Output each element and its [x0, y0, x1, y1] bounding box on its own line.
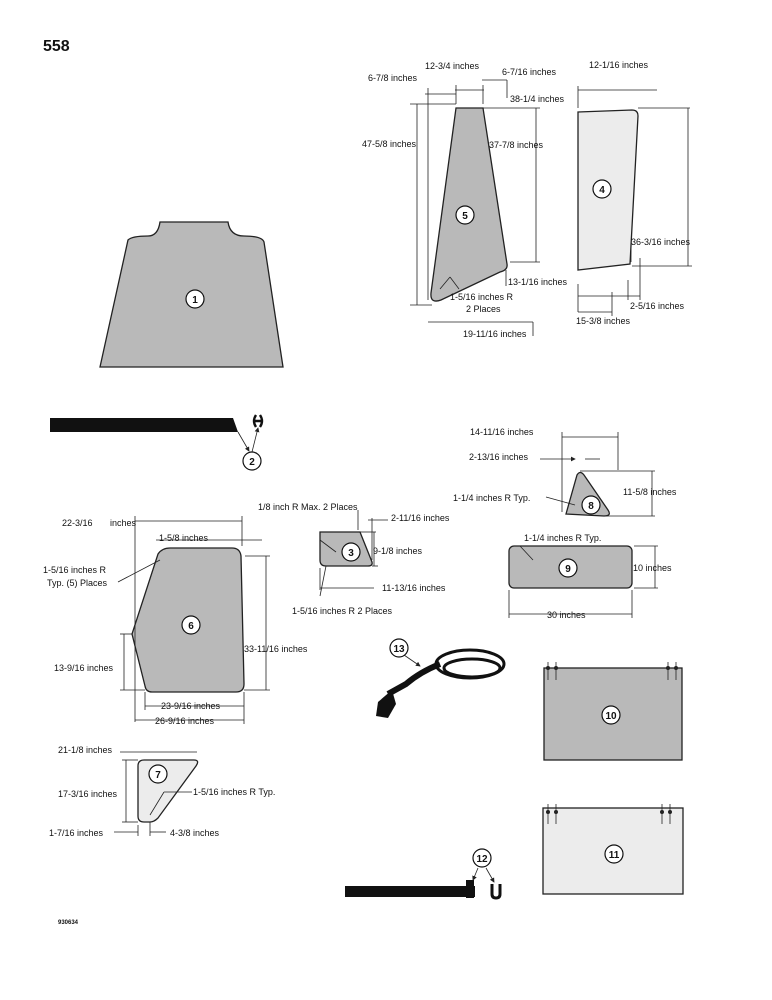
callout-11: 11 — [609, 850, 620, 861]
dim-1-5-8: 1-5/8 inches — [159, 533, 209, 543]
dim-1-5-16-r-6: 1-5/16 inches R — [43, 565, 107, 575]
callout-8: 8 — [588, 501, 594, 512]
dim-1-7-16: 1-7/16 inches — [49, 828, 104, 838]
dim-typ-5-places: Typ. (5) Places — [47, 578, 108, 588]
dim-37-7-8: 37-7/8 inches — [489, 140, 544, 150]
part-4-panel: 4 12-1/16 inches 36-3/16 inches 2-5/16 i… — [576, 60, 692, 326]
callout-5: 5 — [462, 211, 468, 222]
dim-4-3-8: 4-3/8 inches — [170, 828, 220, 838]
callout-4: 4 — [599, 185, 605, 196]
dim-22-3-16: 22-3/16 — [62, 518, 93, 528]
dim-26-9-16: 26-9/16 inches — [155, 716, 215, 726]
part-10-panel: 10 — [543, 662, 683, 761]
dim-2-5-16: 2-5/16 inches — [630, 301, 685, 311]
callout-3: 3 — [348, 548, 354, 559]
dim-17-3-16: 17-3/16 inches — [58, 789, 118, 799]
dim-2-13-16: 2-13/16 inches — [469, 452, 529, 462]
dim-9-1-8: 9-1/8 inches — [373, 546, 423, 556]
callout-13: 13 — [393, 644, 405, 655]
dim-38-1-4: 38-1/4 inches — [510, 94, 565, 104]
part-13-cord: 13 — [376, 638, 506, 718]
dim-12-1-16: 12-1/16 inches — [589, 60, 649, 70]
part-6-panel: 6 22-3/16 inches 1-5/8 inches 1-5/16 inc… — [43, 516, 308, 726]
dim-14-11-16: 14-11/16 inches — [470, 427, 534, 437]
dim-2-places: 2 Places — [466, 304, 501, 314]
part-7-panel: 7 21-1/8 inches 17-3/16 inches 1-5/16 in… — [49, 745, 275, 838]
part-2-strip: 2 — [50, 414, 264, 471]
dim-13-1-16: 13-1/16 inches — [508, 277, 568, 287]
dim-30: 30 inches — [547, 610, 586, 620]
dim-33-11-16: 33-11/16 inches — [244, 644, 308, 654]
dim-11-5-8: 11-5/8 inches — [623, 487, 677, 497]
part-8-panel: 8 14-11/16 inches 2-13/16 inches 1-1/4 i… — [453, 427, 677, 517]
callout-6: 6 — [188, 621, 194, 632]
dim-15-3-8: 15-3/8 inches — [576, 316, 631, 326]
dim-6-7-8: 6-7/8 inches — [368, 73, 418, 83]
callout-9: 9 — [565, 564, 571, 575]
dim-13-9-16: 13-9/16 inches — [54, 663, 114, 673]
dim-10: 10 inches — [633, 563, 672, 573]
figure-code: 930634 — [58, 920, 79, 926]
part-1-panel: 1 — [99, 221, 284, 368]
callout-12: 12 — [476, 854, 488, 865]
dim-1-1-4-r-typ-9: 1-1/4 inches R Typ. — [524, 533, 601, 543]
dim-12-3-4: 12-3/4 inches — [425, 61, 480, 71]
dim-1-5-16-r: 1-5/16 inches R — [450, 292, 514, 302]
dim-1-8-r-max: 1/8 inch R Max. 2 Places — [258, 502, 358, 512]
callout-10: 10 — [605, 711, 617, 722]
dim-21-1-8: 21-1/8 inches — [58, 745, 113, 755]
part-11-panel: 11 — [542, 804, 684, 895]
dim-1-1-4-r-typ-8: 1-1/4 inches R Typ. — [453, 493, 530, 503]
dim-6-7-16: 6-7/16 inches — [502, 67, 557, 77]
page-number: 558 — [43, 38, 70, 55]
dim-1-5-16-r-typ: 1-5/16 inches R Typ. — [193, 787, 275, 797]
part-3-panel: 3 1/8 inch R Max. 2 Places 2-11/16 inche… — [258, 502, 450, 616]
part-9-panel: 9 1-1/4 inches R Typ. 10 inches 30 inche… — [508, 533, 672, 620]
dim-23-9-16: 23-9/16 inches — [161, 701, 221, 711]
dim-22-3-16-unit: inches — [110, 518, 137, 528]
callout-7: 7 — [155, 770, 161, 781]
dim-19-11-16: 19-11/16 inches — [463, 329, 527, 339]
dim-1-5-16-r-2-places: 1-5/16 inches R 2 Places — [292, 606, 393, 616]
dim-36-3-16: 36-3/16 inches — [631, 237, 691, 247]
callout-1: 1 — [192, 295, 198, 306]
callout-2: 2 — [249, 457, 255, 468]
part-5-panel: 5 6-7/8 inches 12-3/4 inches 6-7/16 inch… — [362, 61, 568, 339]
part-12-strip: 12 — [345, 848, 502, 900]
dim-2-11-16: 2-11/16 inches — [391, 513, 450, 523]
dim-47-5-8: 47-5/8 inches — [362, 139, 417, 149]
dim-11-13-16: 11-13/16 inches — [382, 583, 446, 593]
